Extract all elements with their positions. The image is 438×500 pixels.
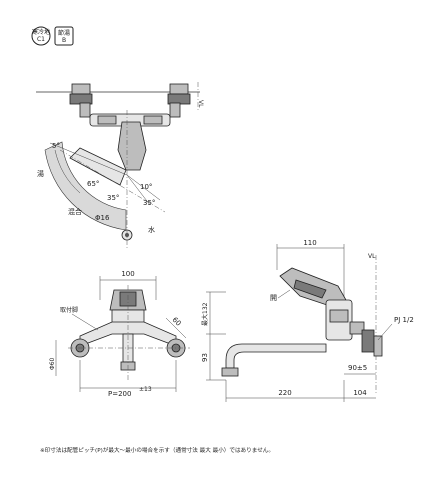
dim-93: 93	[201, 353, 209, 362]
dim-100: 100	[121, 270, 134, 278]
dim-104: 104	[353, 389, 367, 397]
side-view: 110 VL 開 PJ 1/2 最大132 93 90±5	[201, 239, 414, 402]
water-saving-badge: 節湯 B	[54, 26, 74, 46]
mix-label: 混合	[68, 207, 82, 216]
pitch-label: P=200	[108, 390, 131, 398]
top-view: VL 湯 混合 水 Φ16 5° 65° 35° 10° 35°	[36, 82, 204, 248]
top-vl-label: VL	[197, 100, 204, 108]
angle-35a: 35°	[107, 194, 119, 202]
cold-region-badge: 寒冷地 C1	[31, 26, 51, 46]
badge2-top: 節湯	[58, 29, 70, 37]
footnote: ※印寸法は配管ピッチ(P)が最大〜最小の場合を示す（通常寸法 最大 最小）ではあ…	[40, 446, 274, 454]
open-label: 開	[270, 294, 277, 302]
dim-60: 60	[171, 316, 183, 328]
water-label: 水	[148, 225, 155, 234]
hot-label: 湯	[37, 169, 44, 178]
badge1-bottom: C1	[37, 36, 45, 43]
dim-90-5: 90±5	[348, 364, 367, 372]
side-vl-label: VL	[368, 253, 376, 260]
angle-5: 5°	[52, 142, 60, 150]
angle-10: 10°	[140, 183, 152, 191]
dim-110: 110	[303, 239, 316, 247]
dim-phi60: Φ60	[49, 357, 56, 370]
dim-132: 最大132	[201, 302, 209, 326]
dim-220: 220	[278, 389, 291, 397]
badge1-top: 寒冷地	[32, 28, 50, 36]
pitch-tolerance: ±13	[139, 386, 152, 393]
angle-35b: 35°	[143, 199, 155, 207]
badge2-bottom: B	[62, 37, 66, 44]
mount-leg-label: 取付脚	[60, 306, 78, 314]
pj-label: PJ 1/2	[394, 316, 414, 324]
front-view: 100 取付脚 60 Φ60 P=200 ±13	[49, 270, 190, 398]
diameter-label: Φ16	[95, 214, 110, 222]
angle-65: 65°	[87, 180, 99, 188]
